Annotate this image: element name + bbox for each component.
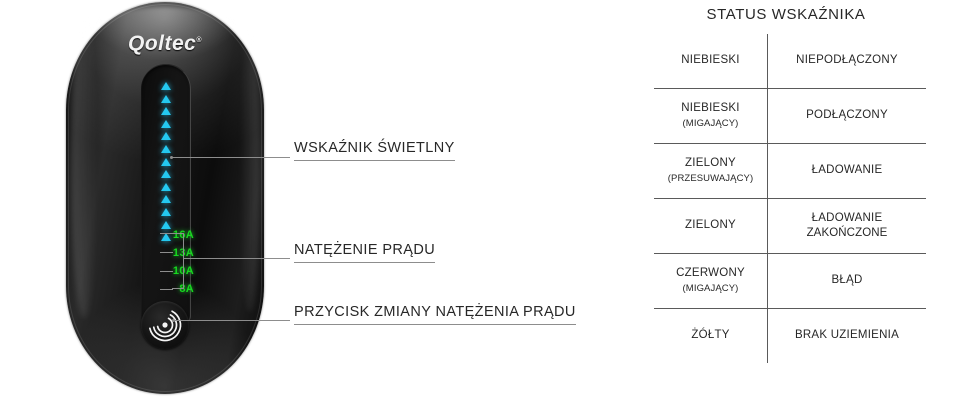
cell-indicator-color-note: (MIGAJĄCY): [682, 282, 739, 294]
cell-indicator-color: ŻÓŁTY: [654, 308, 768, 363]
led-triangle: [161, 157, 171, 166]
bracket-tick-16a: [160, 233, 173, 234]
annotation-wskaznik-swietlny: WSKAŹNIK ŚWIETLNY: [294, 140, 455, 161]
annotation-przycisk-zmiany: PRZYCISK ZMIANY NATĘŻENIA PRĄDU: [294, 304, 576, 325]
led-triangle: [161, 82, 171, 90]
cell-indicator-color: ZIELONY(PRZESUWAJĄCY): [654, 143, 768, 199]
led-triangle: [161, 94, 171, 103]
cell-status-meaning-line2: ZAKOŃCZONE: [806, 226, 888, 239]
led-triangle: [161, 119, 171, 128]
light-indicator-strip: [152, 82, 180, 242]
bracket-tick-8a: [160, 289, 173, 290]
table-row: CZERWONY(MIGAJĄCY)BŁĄD: [654, 253, 926, 309]
leader-line-button: [174, 320, 290, 321]
status-table-title: STATUS WSKAŹNIKA: [706, 6, 866, 23]
bracket-tick-10a: [160, 271, 173, 272]
led-triangle: [161, 132, 171, 141]
annotation-natezenie-pradu: NATĘŻENIE PRĄDU: [294, 242, 436, 263]
led-triangle: [161, 170, 171, 179]
concentric-waves-icon: [148, 308, 182, 342]
cell-status-meaning: BŁĄD: [767, 253, 926, 309]
led-triangle: [161, 220, 171, 229]
table-row: ZIELONY(PRZESUWAJĄCY)ŁADOWANIE: [654, 143, 926, 199]
cell-status-meaning: PODŁĄCZONY: [767, 88, 926, 144]
cell-status-meaning: BRAK UZIEMIENIA: [767, 308, 926, 363]
cell-indicator-color: NIEBIESKI: [654, 34, 768, 89]
cell-indicator-color: CZERWONY(MIGAJĄCY): [654, 253, 768, 309]
leader-line-current: [184, 258, 290, 259]
cell-indicator-color: ZIELONY: [654, 198, 768, 254]
cell-indicator-color: NIEBIESKI(MIGAJĄCY): [654, 88, 768, 144]
cell-indicator-color-note: (PRZESUWAJĄCY): [667, 172, 754, 184]
led-triangle: [161, 182, 171, 191]
led-recess-panel: [141, 64, 191, 322]
leader-dot-indicator: [170, 156, 173, 159]
cell-status-meaning: ŁADOWANIE: [767, 143, 926, 199]
leader-line-indicator: [172, 157, 290, 158]
current-level-label: 8A: [179, 283, 194, 295]
registered-mark: ®: [196, 37, 203, 44]
cell-indicator-color-note: (MIGAJĄCY): [682, 117, 739, 129]
table-row: NIEBIESKI(MIGAJĄCY)PODŁĄCZONY: [654, 88, 926, 144]
led-triangle: [161, 195, 171, 204]
led-triangle: [161, 144, 171, 153]
current-level-bracket: [172, 233, 184, 289]
qoltec-brand-logo: Qoltec®: [66, 32, 264, 56]
led-triangle: [161, 207, 171, 216]
brand-logo-text: Qoltec: [127, 32, 197, 55]
led-triangle: [161, 233, 171, 242]
led-triangle: [161, 107, 171, 116]
cell-status-meaning: NIEPODŁĄCZONY: [767, 34, 926, 89]
leader-dot-button: [172, 319, 175, 322]
bracket-tick-13a: [160, 252, 173, 253]
